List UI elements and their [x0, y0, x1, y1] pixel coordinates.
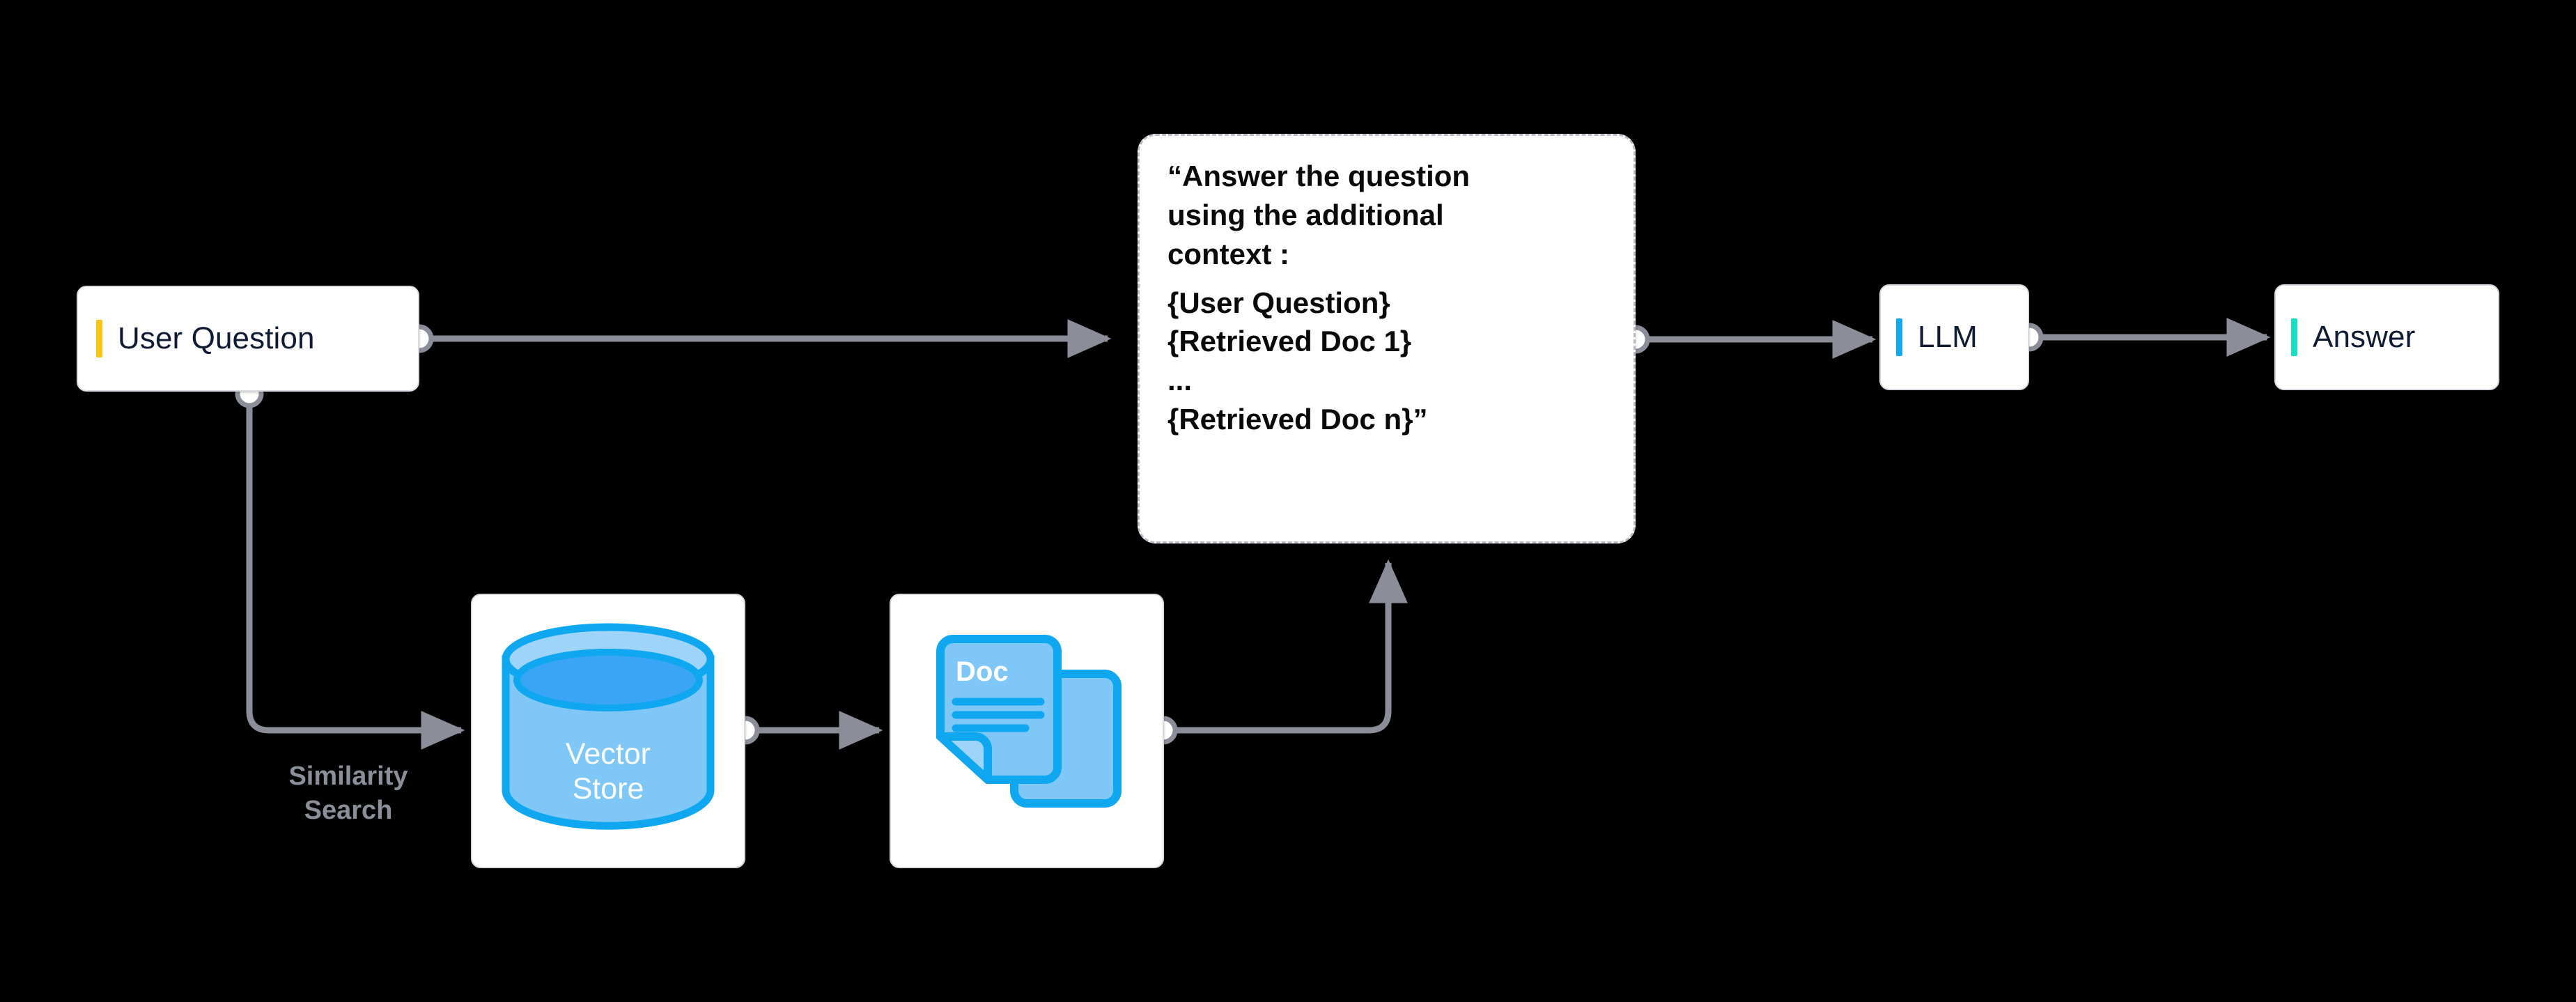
edge-doc-to-prompt: [1174, 559, 1408, 734]
similarity-search-line-1: Similarity: [288, 762, 408, 791]
prompt-line: ...: [1167, 364, 1193, 397]
prompt-spacer: [1167, 274, 1610, 284]
vector-store-label-line-2: Store: [573, 772, 644, 806]
stacked-documents-icon: Doc: [936, 635, 1122, 808]
node-llm-label: LLM: [1918, 320, 1978, 354]
prompt-line: using the additional: [1167, 198, 1444, 231]
prompt-line: {Retrieved Doc 1}: [1167, 325, 1412, 358]
vector-store-label-line-1: Vector: [566, 737, 651, 771]
edge-user-question-to-vector-store: [246, 399, 465, 750]
similarity-search-caption: Similarity Search: [230, 760, 467, 828]
node-llm[interactable]: LLM: [1879, 284, 2029, 390]
similarity-search-line-2: Search: [304, 796, 393, 826]
node-user-question[interactable]: User Question: [77, 286, 419, 392]
accent-bar-yellow-icon: [96, 320, 102, 357]
node-answer-label: Answer: [2313, 320, 2416, 354]
database-cylinder-icon: Vector Store: [502, 623, 715, 830]
accent-bar-blue-icon: [1896, 318, 1902, 356]
node-doc[interactable]: Doc: [890, 594, 1164, 868]
node-answer[interactable]: Answer: [2274, 284, 2499, 390]
node-user-question-label: User Question: [118, 321, 315, 355]
prompt-line: {Retrieved Doc n}”: [1167, 403, 1428, 436]
prompt-line: “Answer the question: [1167, 160, 1471, 192]
prompt-line: {User Question}: [1167, 286, 1390, 319]
node-prompt-template[interactable]: “Answer the question using the additiona…: [1138, 134, 1636, 544]
accent-bar-teal-icon: [2291, 318, 2297, 356]
doc-label: Doc: [956, 656, 1009, 687]
prompt-line: context :: [1167, 237, 1290, 270]
node-vector-store[interactable]: Vector Store: [471, 594, 745, 868]
